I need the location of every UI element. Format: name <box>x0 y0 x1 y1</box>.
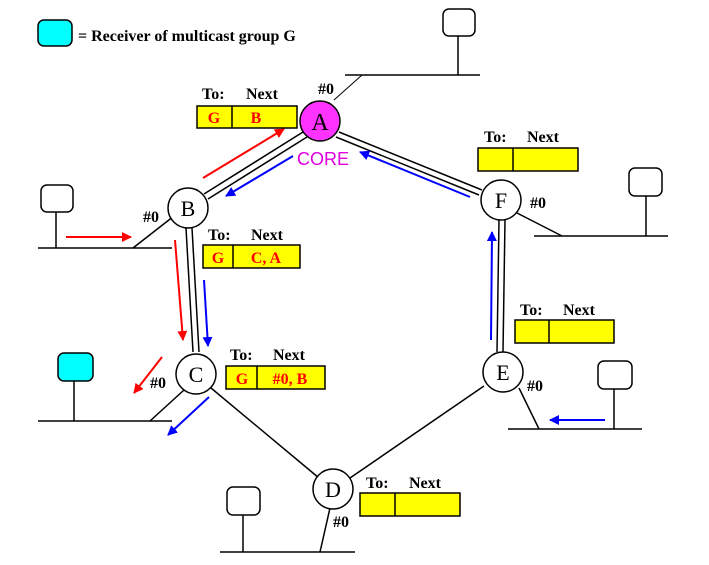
table-c-to: G <box>236 371 249 388</box>
port-label-f: #0 <box>530 195 546 212</box>
table-b-next: C, A <box>251 250 282 267</box>
table-e-to-header: To: <box>520 302 543 319</box>
table-f-next-header: Next <box>527 129 560 146</box>
router-label-f: F <box>495 188 507 213</box>
table-d-to-header: To: <box>366 475 389 492</box>
core-label: CORE <box>297 149 349 169</box>
table-c: To: Next G #0, B <box>225 347 326 390</box>
join-arrows <box>66 128 285 394</box>
router-label-b: B <box>181 196 196 221</box>
table-f: To: Next <box>477 129 579 172</box>
router-f: F <box>480 179 522 221</box>
router-a-core: A <box>299 100 341 142</box>
data-arrow-e-to-f <box>486 231 497 341</box>
link-a-b <box>203 131 304 195</box>
table-c-next-header: Next <box>273 347 306 364</box>
table-d: To: Next <box>359 475 461 517</box>
data-arrow-b-to-c <box>202 279 213 347</box>
table-e-next-header: Next <box>563 302 596 319</box>
host-a <box>442 8 476 37</box>
router-label-d: D <box>325 477 341 502</box>
link-d-e <box>349 385 485 479</box>
host-e <box>597 360 633 390</box>
lan-b <box>38 184 175 249</box>
table-a-next-header: Next <box>246 86 279 103</box>
router-d: D <box>312 468 354 510</box>
link-e-f <box>496 219 500 353</box>
table-c-next: #0, B <box>273 371 308 388</box>
host-d <box>226 486 261 516</box>
join-arrow-b-to-a <box>202 128 285 179</box>
data-arrow-a-to-b <box>225 155 294 197</box>
lan-e <box>508 360 642 430</box>
table-b-to: G <box>212 250 225 267</box>
table-a-to: G <box>208 110 221 127</box>
table-e: To: Next <box>514 302 615 344</box>
table-a-to-header: To: <box>202 86 225 103</box>
port-label-c: #0 <box>150 375 166 392</box>
router-label-e: E <box>496 360 509 385</box>
router-b: B <box>167 187 209 229</box>
table-d-next-header: Next <box>409 475 442 492</box>
lan-d <box>220 486 355 553</box>
host-c-receiver <box>57 352 94 382</box>
table-a: To: Next G B <box>196 86 298 129</box>
link-a-f <box>338 131 483 191</box>
host-b <box>40 184 74 213</box>
router-e: E <box>482 351 524 393</box>
join-arrow-b-to-c <box>174 239 188 341</box>
port-label-b: #0 <box>143 209 159 226</box>
host-f <box>628 167 663 197</box>
port-label-e: #0 <box>527 378 543 395</box>
router-label-a: A <box>311 110 329 136</box>
lan-f <box>516 167 668 237</box>
router-label-c: C <box>189 362 204 387</box>
table-f-to-header: To: <box>484 129 507 146</box>
router-c: C <box>175 353 217 395</box>
lan-a <box>333 8 480 101</box>
port-label-d: #0 <box>333 514 349 531</box>
data-arrow-c-to-lan <box>167 396 210 436</box>
table-b-to-header: To: <box>208 227 231 244</box>
table-b-next-header: Next <box>251 227 284 244</box>
link-b-c <box>185 227 194 353</box>
table-b: To: Next G C, A <box>202 227 301 269</box>
table-a-next: B <box>251 110 262 127</box>
legend-text: = Receiver of multicast group G <box>78 28 296 45</box>
port-label-a: #0 <box>318 81 334 98</box>
data-arrows <box>167 150 605 436</box>
link-c-d <box>210 387 320 479</box>
join-arrow-c-to-lan <box>133 356 163 394</box>
legend-receiver-swatch <box>37 19 73 47</box>
data-arrow-f-to-a <box>359 150 471 198</box>
lan-c <box>38 352 185 422</box>
table-c-to-header: To: <box>230 347 253 364</box>
router-links <box>185 131 506 479</box>
